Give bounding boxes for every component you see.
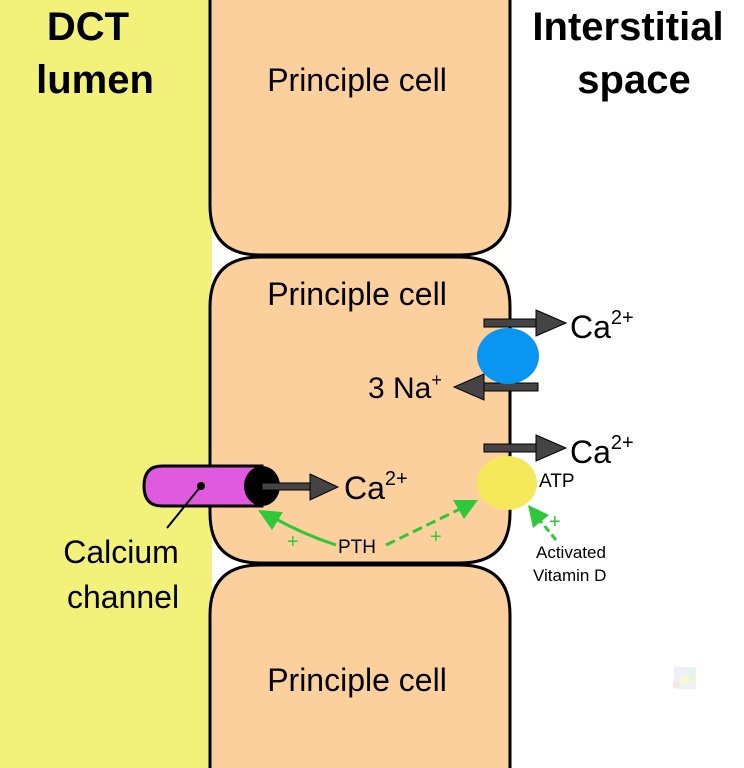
- channel-label-line2: channel: [67, 579, 179, 615]
- watermark-icon: [673, 667, 696, 689]
- cell-label-middle: Principle cell: [267, 276, 447, 312]
- cell-top: [208, 0, 512, 257]
- na-ion: 3 Na+: [368, 370, 442, 405]
- na-ca-exchanger: [477, 328, 539, 384]
- interstitial-region: [510, 0, 744, 768]
- interstitial-title-line2: space: [577, 58, 690, 102]
- cell-label-top: Principle cell: [267, 62, 447, 98]
- pth-to-pump-arrow: [385, 500, 478, 547]
- ca-ion-channel: Ca2+: [344, 468, 408, 506]
- atp-label: ATP: [539, 471, 575, 492]
- pth-label: PTH: [338, 537, 376, 558]
- lumen-title-line2: lumen: [36, 58, 154, 102]
- ca-influx-arrow-channel: [261, 473, 340, 501]
- ca-ion-pump: Ca2+: [570, 432, 634, 470]
- cell-label-bottom: Principle cell: [267, 662, 447, 698]
- vitamin-d-label-line2: Vitamin D: [533, 566, 606, 585]
- ca-efflux-arrow-pump: [483, 434, 568, 462]
- channel-label-line1: Calcium: [63, 534, 179, 570]
- ca-efflux-arrow-exchanger: [483, 309, 568, 337]
- dct-lumen-region: [0, 0, 212, 768]
- vitamin-d-label-line1: Activated: [536, 543, 606, 562]
- ca-ion-exchanger: Ca2+: [570, 307, 634, 345]
- cell-bottom: [208, 563, 512, 768]
- plus-sign-channel: +: [287, 531, 299, 553]
- vitamin-d-to-pump-arrow: [528, 505, 558, 541]
- pth-to-channel-arrow: [258, 510, 337, 547]
- plus-sign-vitamin-d: +: [549, 511, 561, 533]
- lumen-title-line1: DCT: [47, 5, 129, 49]
- ca-atpase-pump: [477, 456, 537, 510]
- plus-sign-pump: +: [430, 526, 442, 548]
- interstitial-title-line1: Interstitial: [532, 5, 723, 49]
